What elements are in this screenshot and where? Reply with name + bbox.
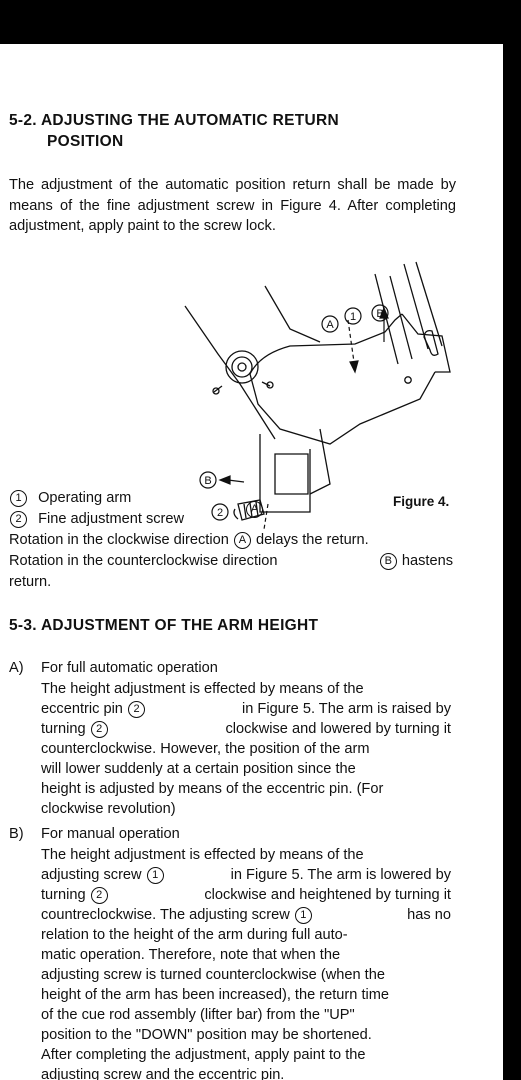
item-a-l3b: clockwise and lowered by turning it xyxy=(225,721,451,737)
figure-4-label: Figure 4. xyxy=(393,494,450,509)
item-b-line-8: height of the arm has been increased), t… xyxy=(41,987,390,1003)
rotation-a-post: delays the return. xyxy=(255,532,369,548)
legend-num-2: 2 xyxy=(10,511,27,528)
rotation-b-pre: Rotation in the counterclockwise directi… xyxy=(9,553,278,569)
item-b-l2a: adjusting screw xyxy=(41,867,142,883)
item-b-title: For manual operation xyxy=(41,826,180,842)
item-a-l2-num: 2 xyxy=(128,701,145,718)
legend-num-1: 1 xyxy=(10,490,27,507)
legend-text-1: Operating arm xyxy=(38,490,132,506)
item-b-line-2: adjusting screw 1 in Figure 5. The arm i… xyxy=(41,865,451,885)
item-a-l2a: eccentric pin xyxy=(41,701,123,717)
callout-b-top: B xyxy=(376,308,383,320)
legend-item-1: 1 Operating arm xyxy=(9,488,131,508)
callout-a-bottom-symbol: A xyxy=(246,501,263,518)
rotation-a-symbol: A xyxy=(233,532,251,549)
item-a-line-7: clockwise revolution) xyxy=(41,801,176,817)
legend-text-2: Fine adjustment screw xyxy=(38,511,185,527)
section-5-2-heading-line2: POSITION xyxy=(47,133,124,150)
item-b-l3b: clockwise and heightened by turning it xyxy=(204,887,451,903)
rotation-b-line: Rotation in the counterclockwise directi… xyxy=(9,551,453,571)
item-a-l3a: turning xyxy=(41,721,86,737)
item-a-line-1: The height adjustment is effected by mea… xyxy=(41,681,364,697)
callout-2-left: 2 xyxy=(217,507,223,519)
item-b-line-9: of the cue rod assembly (lifter bar) fro… xyxy=(41,1007,355,1023)
callout-a-top: A xyxy=(326,319,334,331)
item-b-l3-num: 2 xyxy=(90,887,108,904)
item-a-line-4: counterclockwise. However, the position … xyxy=(41,741,370,757)
item-a-line-2: eccentric pin 2 in Figure 5. The arm is … xyxy=(41,699,451,719)
section-5-2-paragraph: The adjustment of the automatic position… xyxy=(9,177,456,235)
rotation-b-end: return. xyxy=(9,574,52,590)
item-b-line-1: The height adjustment is effected by mea… xyxy=(41,847,364,863)
item-b-l3a: turning xyxy=(41,887,86,903)
document-page: 5-2. ADJUSTING THE AUTOMATIC RETURN POSI… xyxy=(0,44,503,1080)
right-black-bar xyxy=(503,44,521,1080)
callout-b-left: B xyxy=(204,475,211,487)
item-b-line-12: adjusting screw and the eccentric pin. xyxy=(41,1067,285,1080)
item-b-line-5: relation to the height of the arm during… xyxy=(41,927,348,943)
item-b-l4a: countreclockwise. The adjusting screw xyxy=(41,907,290,923)
callout-a-bottom: A xyxy=(245,500,264,518)
item-b-line-3: turning 2 clockwise and heightened by tu… xyxy=(41,885,451,905)
section-5-2-heading-line1: 5-2. ADJUSTING THE AUTOMATIC RETURN xyxy=(9,112,339,129)
rotation-a-pre: Rotation in the clockwise direction xyxy=(9,532,229,548)
item-b-body: The height adjustment is effected by mea… xyxy=(41,845,451,1080)
rotation-b-symbol: B xyxy=(379,553,397,570)
item-b-marker: B) xyxy=(9,826,24,842)
section-5-3-heading: 5-3. ADJUSTMENT OF THE ARM HEIGHT xyxy=(9,617,319,634)
rotation-a-line: Rotation in the clockwise direction A de… xyxy=(9,530,453,550)
item-a-title: For full automatic operation xyxy=(41,660,218,676)
item-a-l2b: in Figure 5. The arm is raised by xyxy=(242,701,451,717)
item-b-line-6: matic operation. Therefore, note that wh… xyxy=(41,947,341,963)
item-a-line-5: will lower suddenly at a certain positio… xyxy=(41,761,356,777)
item-b-line-4: countreclockwise. The adjusting screw 1 … xyxy=(41,905,451,925)
item-b-l4-num: 1 xyxy=(294,907,312,924)
item-b-l2-num: 1 xyxy=(146,867,164,884)
item-a-marker: A) xyxy=(9,660,24,676)
item-b-line-11: After completing the adjustment, apply p… xyxy=(41,1047,366,1063)
callout-1-top: 1 xyxy=(350,311,356,323)
item-b-l2b: in Figure 5. The arm is lowered by xyxy=(230,867,451,883)
item-a-l3-num: 2 xyxy=(90,721,108,738)
rotation-b-post: hastens xyxy=(401,553,453,569)
item-a-line-6: height is adjusted by means of the eccen… xyxy=(41,781,384,797)
item-b-line-7: adjusting screw is turned counterclockwi… xyxy=(41,967,385,983)
item-a-body: The height adjustment is effected by mea… xyxy=(41,679,451,819)
item-b-l4b: has no xyxy=(407,907,451,923)
figure-4-diagram: A 1 B B 2 xyxy=(184,261,451,529)
item-a-line-3: turning 2 clockwise and lowered by turni… xyxy=(41,719,451,739)
legend-item-2: 2 Fine adjustment screw xyxy=(9,509,184,529)
top-black-bar xyxy=(0,0,521,44)
item-b-line-10: position to the "DOWN" position may be s… xyxy=(41,1027,372,1043)
